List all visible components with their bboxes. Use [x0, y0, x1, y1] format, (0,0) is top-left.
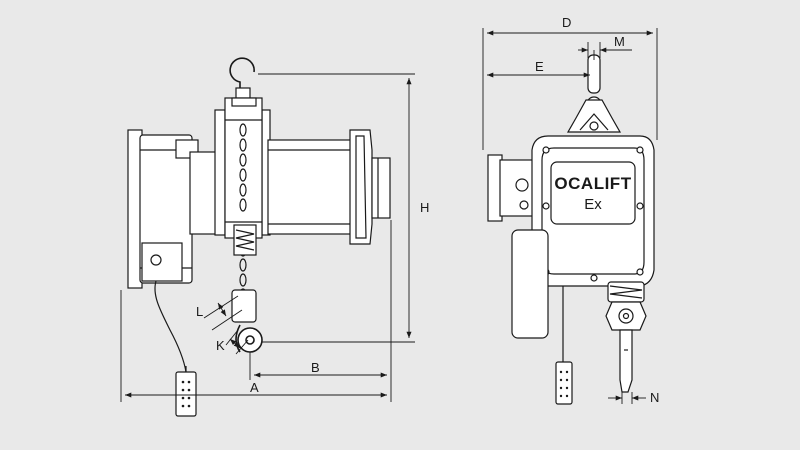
brake-cover	[371, 157, 391, 219]
sprocket-housing	[224, 97, 263, 239]
motor-body	[189, 151, 219, 235]
label-h: H	[420, 200, 429, 215]
label-n: N	[650, 390, 659, 405]
side-view-dimensions	[120, 73, 415, 402]
nameplate	[550, 161, 636, 225]
front-view	[487, 54, 655, 405]
frame-plate-left	[214, 109, 226, 236]
dimension-line-l	[217, 302, 227, 317]
junction-box	[141, 242, 183, 282]
label-b: B	[311, 360, 320, 375]
gearbox-flange	[349, 129, 373, 245]
label-m: M	[614, 34, 625, 49]
label-d: D	[562, 15, 571, 30]
cable-gland	[150, 254, 162, 266]
nameplate-model: Ex	[584, 196, 602, 213]
label-l: L	[196, 304, 203, 319]
bottom-hook-block	[231, 289, 257, 323]
suspension-eye	[587, 54, 601, 94]
top-hook	[229, 57, 257, 107]
label-k: K	[216, 338, 225, 353]
nameplate-brand: OCALIFT	[554, 174, 631, 193]
gearbox-drum	[267, 139, 359, 235]
side-view	[127, 57, 391, 417]
pendant-cable	[154, 280, 187, 373]
control-pendant	[175, 371, 197, 417]
main-housing-inner	[541, 147, 645, 275]
front-pendant-buttons	[559, 370, 569, 398]
lower-cover	[511, 229, 549, 339]
front-view-dimensions	[482, 28, 658, 404]
front-control-pendant	[555, 361, 573, 405]
label-a: A	[250, 380, 259, 395]
front-hook	[619, 329, 633, 393]
label-e: E	[535, 59, 544, 74]
dimension-line-k	[229, 338, 241, 349]
suspension-bracket	[566, 99, 622, 133]
